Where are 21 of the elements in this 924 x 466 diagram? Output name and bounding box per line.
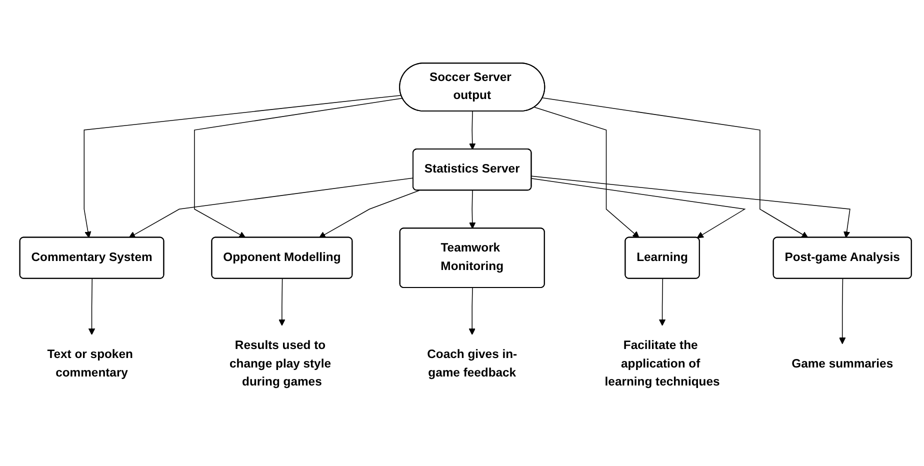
arrow	[542, 97, 808, 238]
arrow	[469, 110, 476, 150]
node-text: Text or spoken commentary	[47, 348, 133, 380]
node-text: Game summaries	[792, 357, 894, 370]
arrow	[531, 178, 746, 238]
arrow	[468, 287, 476, 335]
arrow	[88, 278, 96, 335]
arrow	[534, 106, 640, 238]
arrow	[318, 190, 420, 238]
node-text: Results used to change play style during games	[230, 339, 331, 389]
arrow	[194, 98, 403, 238]
node-text: Coach gives in-game feedback	[427, 348, 518, 380]
arrow	[469, 190, 476, 229]
flowchart: Soccer Server output Statistics Server Commentary System Opponent Modelling Teamwork Monitoring Learning Post-game Analysis Text or spoken commentary Results used to change play style during games Coach gives in-game feedback Facilitate the application of learning techniques Game summaries	[2, 56, 922, 410]
node-text: Facilitate the application of learning techniques	[604, 339, 720, 389]
arrow	[84, 94, 402, 238]
arrow	[658, 278, 666, 326]
arrow	[128, 177, 414, 238]
arrow	[839, 278, 846, 344]
arrow	[531, 176, 850, 238]
arrow	[278, 278, 286, 326]
